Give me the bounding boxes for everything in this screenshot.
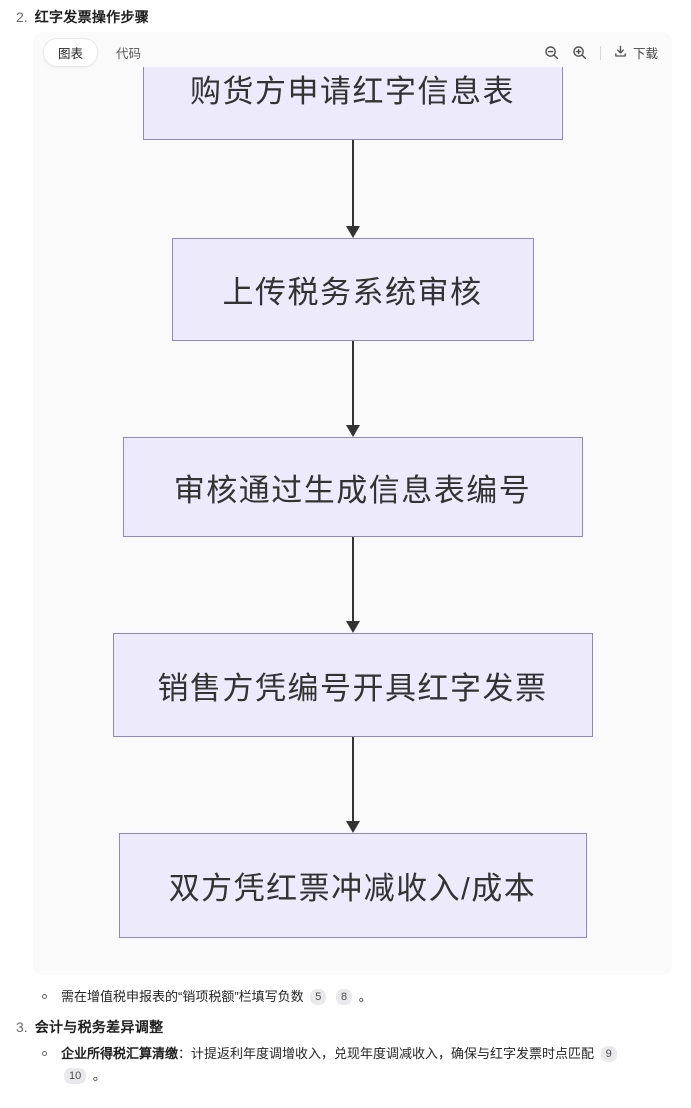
toolbar-controls: 下载	[544, 43, 658, 62]
citation-badge-9[interactable]: 9	[600, 1046, 617, 1062]
list-marker-3: 3.	[16, 1019, 28, 1035]
download-button[interactable]: 下载	[613, 43, 658, 62]
bullet-icon	[42, 994, 47, 999]
arrowhead-down-icon	[345, 425, 360, 437]
flow-arrow-3	[345, 537, 360, 633]
flow-arrow-2	[345, 341, 360, 437]
section-2-heading: 2. 红字发票操作步骤	[16, 7, 149, 27]
toolbar-divider	[599, 45, 601, 60]
diagram-panel: 图表 代码	[33, 32, 672, 975]
section-2-title: 红字发票操作步骤	[34, 9, 150, 25]
zoom-out-icon[interactable]	[544, 45, 560, 61]
arrow-shaft	[351, 140, 354, 226]
flowchart-canvas: 购货方申请红字信息表 上传税务系统审核 审核通过生成信息表编号 销售方凭编号开具…	[33, 67, 672, 975]
list-marker-2: 2.	[16, 9, 28, 25]
arrowhead-down-icon	[345, 821, 360, 833]
download-icon	[613, 44, 628, 62]
note2-period: 。	[92, 1068, 106, 1083]
arrowhead-down-icon	[345, 621, 360, 633]
note-text: 企业所得税汇算清缴：计提返利年度调增收入，兑现年度调减收入，确保与红字发票时点匹…	[61, 1043, 620, 1087]
flowchart-node-5: 双方凭红票冲减收入/成本	[118, 833, 587, 938]
section-3-heading: 3. 会计与税务差异调整	[16, 1017, 163, 1037]
arrow-shaft	[351, 537, 354, 621]
view-tabs: 图表 代码	[43, 38, 155, 67]
arrow-shaft	[351, 737, 354, 821]
diagram-toolbar: 图表 代码	[33, 32, 672, 67]
citation-badge-5[interactable]: 5	[310, 989, 327, 1005]
note1-period: 。	[358, 989, 372, 1004]
download-label: 下载	[632, 47, 658, 61]
note-text: 需在增值税申报表的“销项税额”栏填写负数 5 8 。	[61, 986, 372, 1008]
flow-arrow-4	[345, 737, 360, 833]
arrowhead-down-icon	[345, 226, 360, 238]
arrow-shaft	[351, 341, 354, 425]
note-income-tax: 企业所得税汇算清缴：计提返利年度调增收入，兑现年度调减收入，确保与红字发票时点匹…	[40, 1043, 660, 1087]
flowchart-node-3: 审核通过生成信息表编号	[122, 437, 583, 537]
flow-arrow-1	[345, 140, 360, 238]
tab-chart[interactable]: 图表	[43, 38, 99, 67]
note-vat-negative: 需在增值税申报表的“销项税额”栏填写负数 5 8 。	[40, 986, 660, 1008]
flowchart-node-2: 上传税务系统审核	[171, 238, 534, 341]
zoom-in-icon[interactable]	[572, 45, 588, 61]
citation-badge-10[interactable]: 10	[64, 1068, 87, 1084]
bullet-icon	[42, 1051, 47, 1056]
note1-body: 需在增值税申报表的“销项税额”栏填写负数	[61, 989, 304, 1004]
note2-bold-lead: 企业所得税汇算清缴	[61, 1046, 179, 1061]
tab-code[interactable]: 代码	[116, 47, 142, 61]
section-3-title: 会计与税务差异调整	[34, 1019, 164, 1035]
note2-body: ：计提返利年度调增收入，兑现年度调减收入，确保与红字发票时点匹配	[178, 1046, 595, 1061]
citation-badge-8[interactable]: 8	[336, 989, 353, 1005]
flowchart-node-1: 购货方申请红字信息表	[142, 67, 563, 140]
flowchart-node-4: 销售方凭编号开具红字发票	[112, 633, 593, 737]
